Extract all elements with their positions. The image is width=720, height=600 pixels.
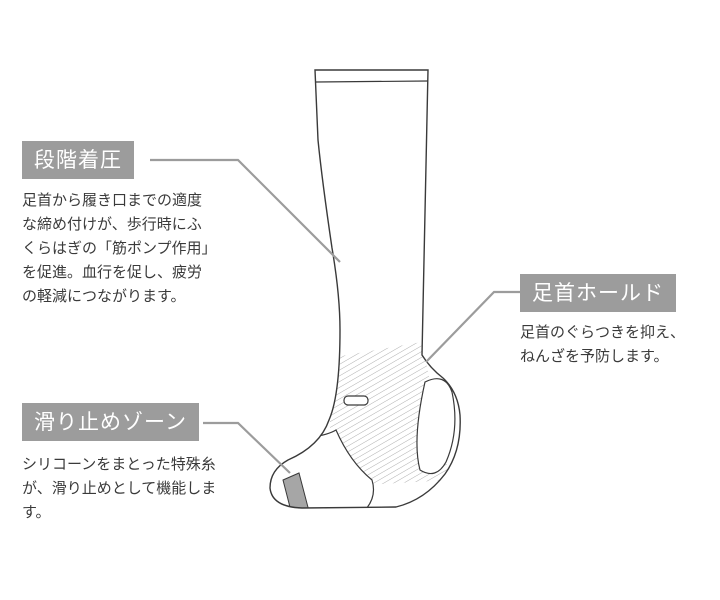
desc-graduated-compression: 足首から履き口までの適度 な締め付けが、歩行時にふ くらはぎの「筋ポンプ作用」 … <box>22 191 217 305</box>
leader-line-grip <box>203 421 291 474</box>
label-grip-zone: 滑り止めゾーン <box>22 403 199 441</box>
label-ankle-hold: 足首ホールド <box>520 274 676 312</box>
ankle-tab <box>343 395 369 406</box>
desc-grip-zone: シリコーンをまとった特殊糸 が、滑り止めとして機能しま す。 <box>22 455 217 521</box>
sock-outline <box>269 69 461 509</box>
silicone-grip-band <box>282 472 311 508</box>
label-graduated-compression: 段階着圧 <box>22 141 134 179</box>
sock-cuff-line <box>315 80 429 83</box>
heel-patch <box>416 378 456 475</box>
leader-line-ankle <box>425 290 520 363</box>
leader-line-graduated <box>150 158 341 263</box>
desc-ankle-hold: 足首のぐらつきを抑え、 ねんざを予防します。 <box>520 323 686 365</box>
